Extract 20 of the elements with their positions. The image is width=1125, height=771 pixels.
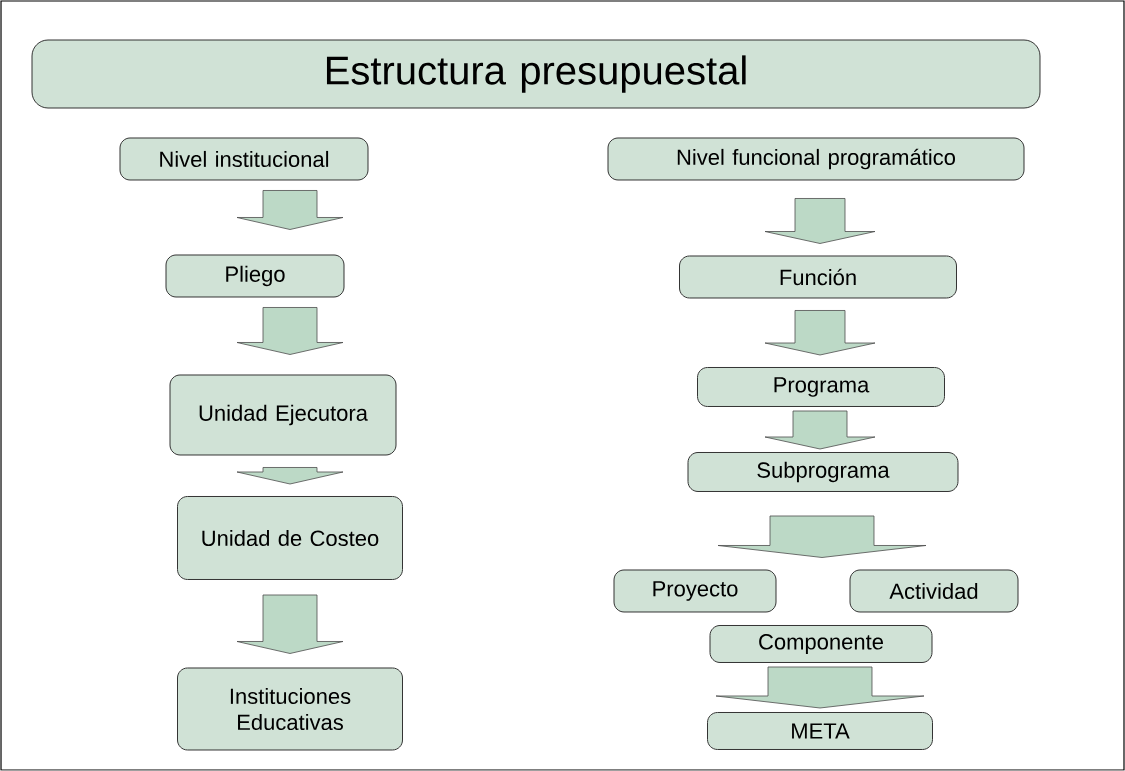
block-arrow — [715, 666, 925, 709]
process-box: Instituciones Educativas — [177, 667, 403, 751]
process-box: META — [707, 712, 933, 750]
process-box: Pliego — [165, 254, 345, 298]
process-box: Subprograma — [687, 452, 959, 492]
process-box: Actividad — [849, 569, 1019, 613]
level-box: Nivel funcional programático — [607, 137, 1025, 181]
process-box: Programa — [697, 367, 945, 407]
level-box: Nivel institucional — [119, 137, 369, 181]
title-box: Estructura presupuestal — [31, 39, 1041, 109]
process-box: Unidad Ejecutora — [169, 374, 397, 456]
process-box: Proyecto — [613, 569, 777, 613]
block-arrow — [236, 594, 344, 654]
process-box: Unidad de Costeo — [177, 496, 403, 580]
block-arrow — [717, 515, 927, 558]
block-arrow — [236, 307, 344, 355]
process-box: Función — [679, 255, 957, 299]
block-arrow — [764, 198, 876, 244]
block-arrow — [236, 190, 344, 230]
process-box: Componente — [709, 625, 933, 663]
